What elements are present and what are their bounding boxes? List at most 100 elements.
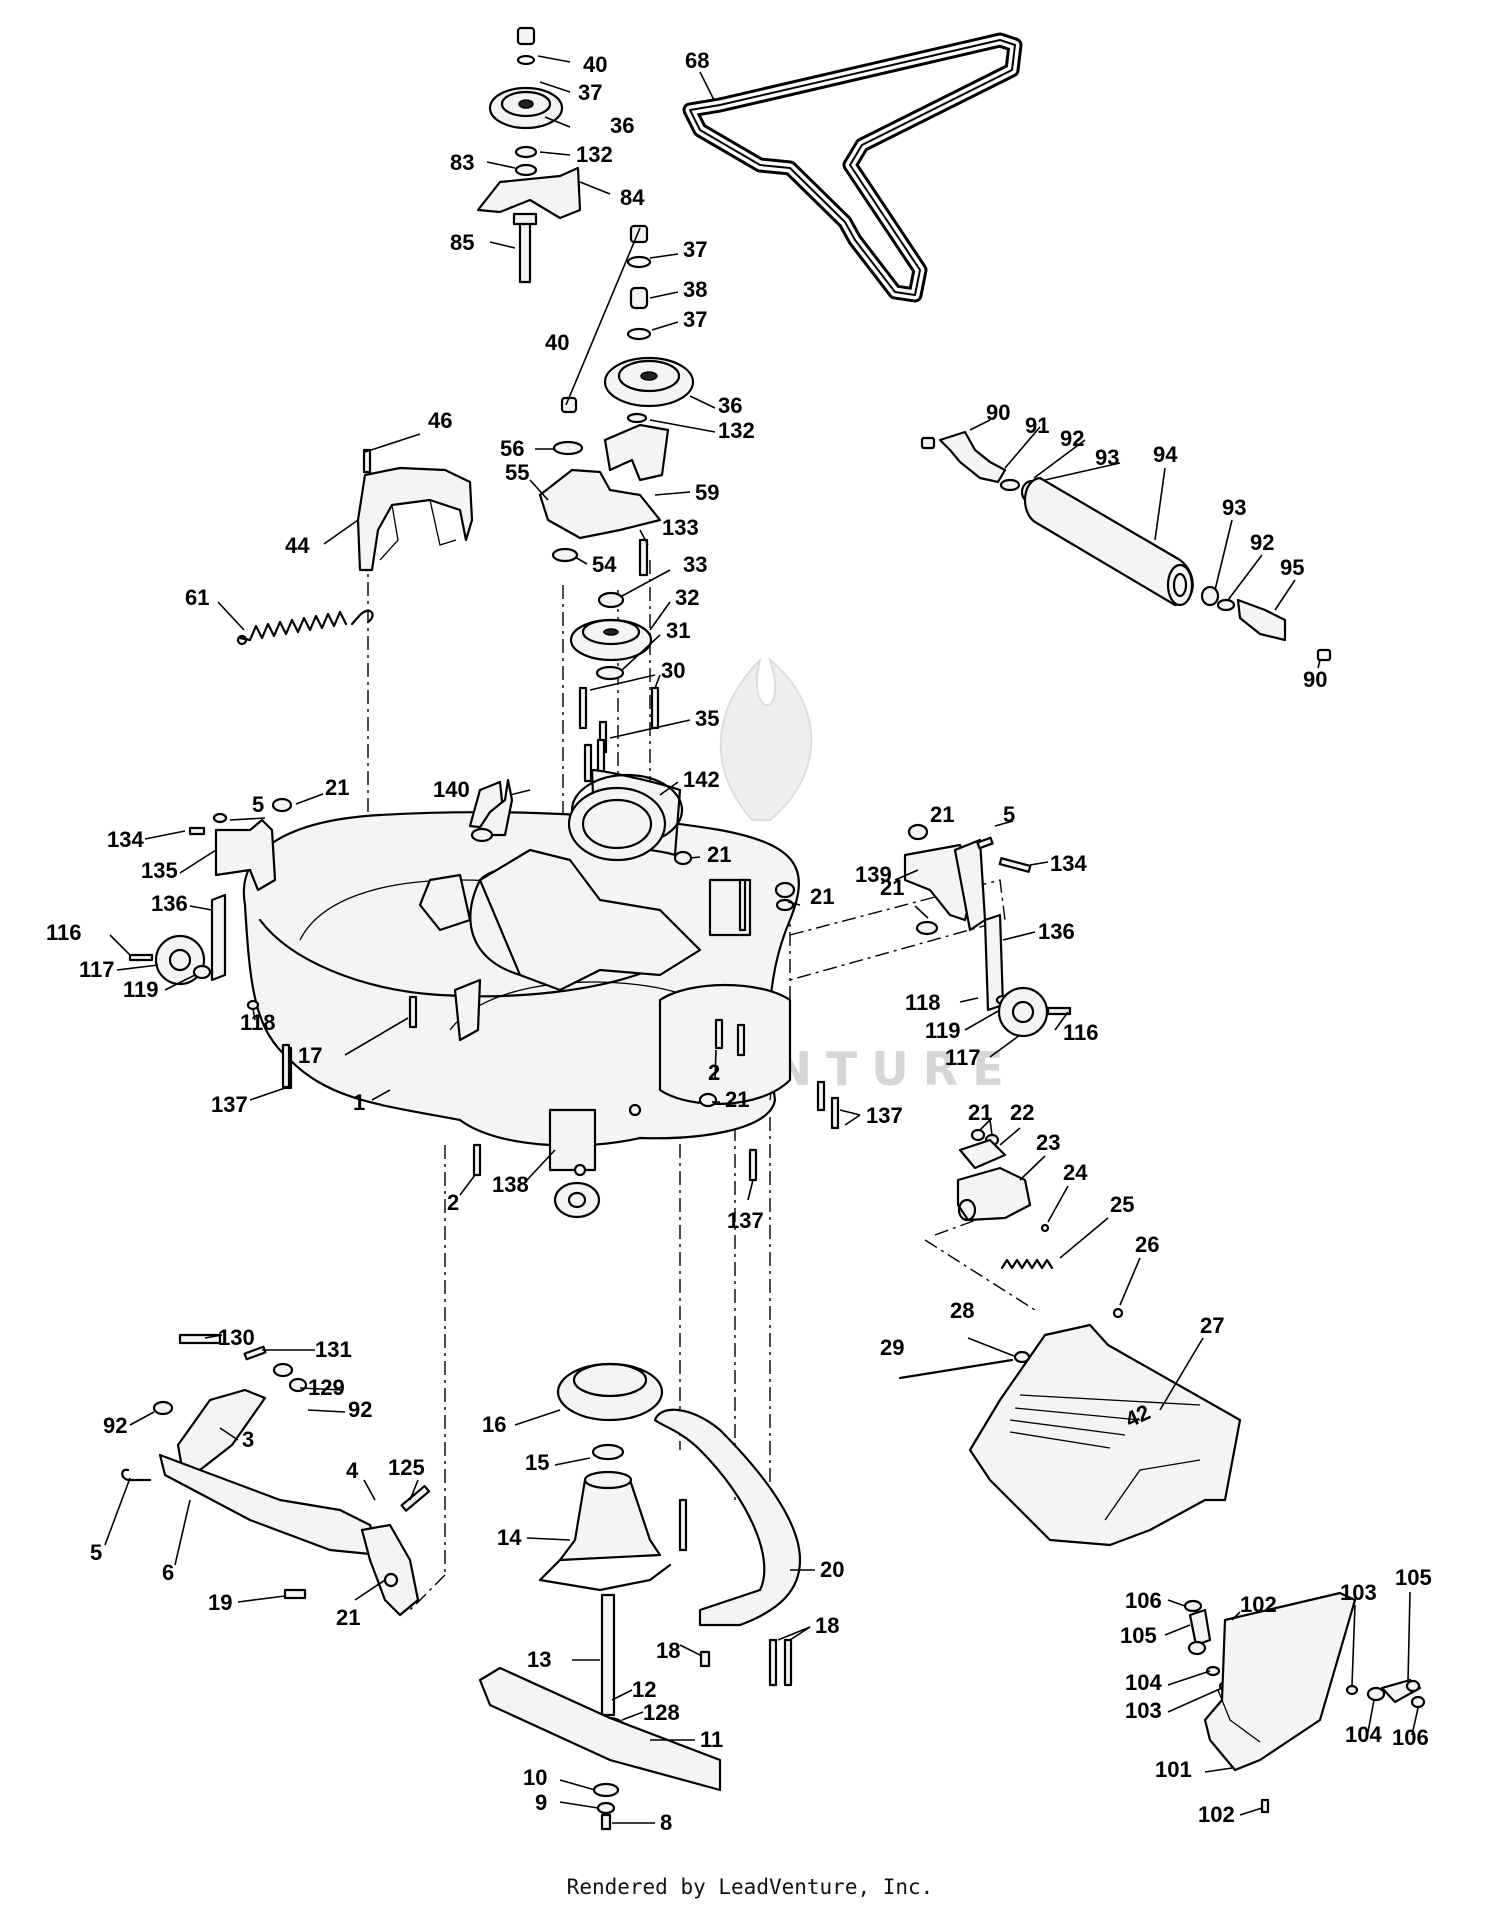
callout-36: 36 xyxy=(610,113,634,138)
callout-142: 142 xyxy=(683,767,720,792)
callout-90: 90 xyxy=(986,400,1010,425)
callout-136: 136 xyxy=(1038,919,1075,944)
callout-118: 118 xyxy=(240,1010,276,1035)
callout-26: 26 xyxy=(1135,1232,1159,1257)
callout-21: 21 xyxy=(880,875,904,900)
callout-125: 125 xyxy=(388,1455,425,1480)
callout-15: 15 xyxy=(525,1450,549,1475)
callout-135: 135 xyxy=(141,858,178,883)
callout-94: 94 xyxy=(1153,442,1178,467)
callout-103: 103 xyxy=(1125,1698,1162,1723)
callout-21: 21 xyxy=(810,884,834,909)
callout-134: 134 xyxy=(1050,851,1087,876)
callout-29: 29 xyxy=(880,1335,904,1360)
callout-59: 59 xyxy=(695,480,719,505)
callout-40: 40 xyxy=(545,330,569,355)
callout-36: 36 xyxy=(718,393,742,418)
callout-93: 93 xyxy=(1095,445,1119,470)
callout-104: 104 xyxy=(1345,1722,1382,1747)
callout-137: 137 xyxy=(211,1092,248,1117)
callout-119: 119 xyxy=(123,977,159,1002)
callout-5: 5 xyxy=(252,792,264,817)
callout-40: 40 xyxy=(583,52,607,77)
callout-numbers: 40 37 36 132 83 84 85 68 37 38 37 40 36 … xyxy=(46,48,1432,1835)
callout-21: 21 xyxy=(336,1605,360,1630)
right-gauge-wheel-assembly xyxy=(903,823,1072,1038)
flame-logo-mark xyxy=(719,656,813,821)
callout-37: 37 xyxy=(578,80,602,105)
callout-130: 130 xyxy=(218,1325,255,1350)
callout-139: 139 xyxy=(855,862,892,887)
callout-138: 138 xyxy=(492,1172,529,1197)
callout-119: 119 xyxy=(925,1018,961,1043)
render-credit-footer: Rendered by LeadVenture, Inc. xyxy=(566,1875,934,1899)
callout-13: 13 xyxy=(527,1647,551,1672)
callout-92: 92 xyxy=(348,1397,372,1422)
callout-117: 117 xyxy=(945,1045,981,1070)
callout-105: 105 xyxy=(1120,1623,1157,1648)
callout-24: 24 xyxy=(1063,1160,1088,1185)
callout-116: 116 xyxy=(46,920,82,945)
callout-17: 17 xyxy=(298,1043,322,1068)
callout-27: 27 xyxy=(1200,1313,1224,1338)
callout-21: 21 xyxy=(325,775,349,800)
drive-belt-68 xyxy=(682,32,1023,303)
callout-28: 28 xyxy=(950,1298,974,1323)
callout-21: 21 xyxy=(707,842,731,867)
callout-93: 93 xyxy=(1222,495,1246,520)
callout-6: 6 xyxy=(162,1560,174,1585)
bracket-140-and-ring-142 xyxy=(470,778,667,862)
callout-137: 137 xyxy=(866,1103,903,1128)
callout-18: 18 xyxy=(815,1613,839,1638)
callout-105: 105 xyxy=(1395,1565,1432,1590)
callout-37: 37 xyxy=(683,307,707,332)
callout-5: 5 xyxy=(1003,802,1015,827)
anti-scalp-roller-assembly xyxy=(920,430,1332,662)
callout-102: 102 xyxy=(1198,1802,1235,1827)
callout-16: 16 xyxy=(482,1412,506,1437)
callout-116: 116 xyxy=(1063,1020,1099,1045)
mulch-plug-assembly xyxy=(1183,1591,1426,1814)
callout-9: 9 xyxy=(535,1790,547,1815)
lift-linkage-assembly xyxy=(121,1333,431,1617)
callout-68: 68 xyxy=(685,48,709,73)
callout-11: 11 xyxy=(700,1727,723,1752)
callout-95: 95 xyxy=(1280,555,1304,580)
callout-54: 54 xyxy=(592,552,617,577)
callout-90: 90 xyxy=(1303,667,1327,692)
callout-38: 38 xyxy=(683,277,707,302)
callout-101: 101 xyxy=(1155,1757,1192,1782)
callout-84: 84 xyxy=(620,185,645,210)
callout-1: 1 xyxy=(353,1090,365,1115)
top-idler-assembly xyxy=(476,26,582,284)
callout-31: 31 xyxy=(666,618,690,643)
callout-103: 103 xyxy=(1340,1580,1377,1605)
leader-lines xyxy=(104,55,1419,1824)
callout-19: 19 xyxy=(208,1590,232,1615)
deck-fasteners xyxy=(281,850,840,1182)
callout-20: 20 xyxy=(820,1557,844,1582)
callout-37: 37 xyxy=(683,237,707,262)
callout-134: 134 xyxy=(107,827,144,852)
callout-133: 133 xyxy=(662,515,699,540)
callout-2: 2 xyxy=(447,1190,459,1215)
callout-132: 132 xyxy=(576,142,613,167)
callout-132: 132 xyxy=(718,418,755,443)
center-idler-stack xyxy=(538,224,695,577)
callout-83: 83 xyxy=(450,150,474,175)
spring-61 xyxy=(236,609,374,646)
callout-3: 3 xyxy=(242,1427,254,1452)
callout-104: 104 xyxy=(1125,1670,1162,1695)
callout-46: 46 xyxy=(428,408,452,433)
left-gauge-wheel-assembly xyxy=(128,797,293,1090)
deflector-hinge-assembly xyxy=(956,1128,1124,1319)
belt-cover-44 xyxy=(356,448,474,572)
spindle-pulley-stack xyxy=(569,591,660,783)
callout-140: 140 xyxy=(433,777,470,802)
callout-5: 5 xyxy=(90,1540,102,1565)
callout-12: 12 xyxy=(632,1677,656,1702)
callout-22: 22 xyxy=(1010,1100,1034,1125)
callout-44: 44 xyxy=(285,533,310,558)
callout-23: 23 xyxy=(1036,1130,1060,1155)
